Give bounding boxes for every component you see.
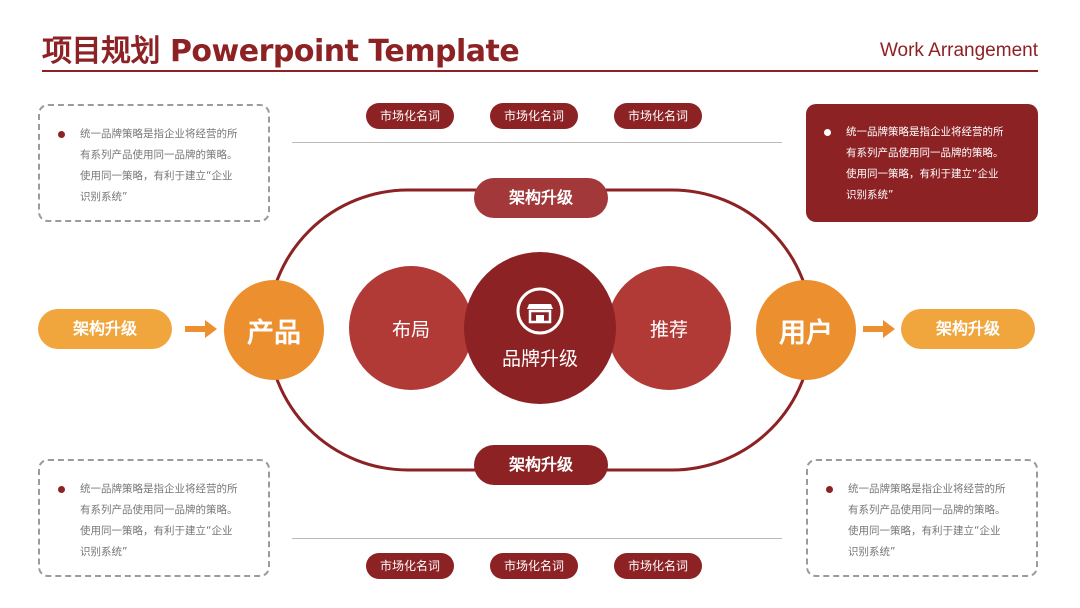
text-box-top-right: 统一品牌策略是指企业将经营的所 有系列产品使用同一品牌的策略。 使用同一策略，有… xyxy=(806,104,1038,222)
bottom-term-pill-1: 市场化名词 xyxy=(366,553,454,579)
loop-bottom-badge: 架构升级 xyxy=(474,445,608,485)
text-line: 有系列产品使用同一品牌的策略。 xyxy=(80,149,238,161)
top-term-pill-3: 市场化名词 xyxy=(614,103,702,129)
text-line: 统一品牌策略是指企业将经营的所 xyxy=(80,128,238,140)
text-line: 使用同一策略，有利于建立“企业 xyxy=(846,168,999,180)
arrow-right-icon xyxy=(185,320,217,338)
product-node: 产品 xyxy=(224,280,324,380)
arrow-right-icon xyxy=(863,320,895,338)
text-line: 有系列产品使用同一品牌的策略。 xyxy=(848,504,1006,516)
text-line: 使用同一策略，有利于建立“企业 xyxy=(848,525,1001,537)
text-line: 有系列产品使用同一品牌的策略。 xyxy=(80,504,238,516)
loop-top-badge: 架构升级 xyxy=(474,178,608,218)
user-node: 用户 xyxy=(756,280,856,380)
bottom-term-pill-3: 市场化名词 xyxy=(614,553,702,579)
storefront-icon xyxy=(516,287,564,334)
text-line: 统一品牌策略是指企业将经营的所 xyxy=(848,483,1006,495)
bullet-dot xyxy=(58,131,65,138)
user-node-label: 用户 xyxy=(779,317,833,349)
text-box-bottom-right: 统一品牌策略是指企业将经营的所 有系列产品使用同一品牌的策略。 使用同一策略，有… xyxy=(806,459,1038,577)
text-box-bottom-left: 统一品牌策略是指企业将经营的所 有系列产品使用同一品牌的策略。 使用同一策略，有… xyxy=(38,459,270,577)
brand-upgrade-label: 品牌升级 xyxy=(501,347,578,370)
layout-node-label: 布局 xyxy=(391,318,430,341)
text-line: 统一品牌策略是指企业将经营的所 xyxy=(846,126,1004,138)
text-line: 使用同一策略，有利于建立“企业 xyxy=(80,525,233,537)
text-line: 识别系统” xyxy=(80,546,128,558)
top-term-pill-2: 市场化名词 xyxy=(490,103,578,129)
page-subtitle: Work Arrangement xyxy=(879,40,1038,61)
text-line: 有系列产品使用同一品牌的策略。 xyxy=(846,147,1004,159)
recommend-node: 推荐 xyxy=(607,266,731,390)
input-badge: 架构升级 xyxy=(38,309,172,349)
text-line: 统一品牌策略是指企业将经营的所 xyxy=(80,483,238,495)
top-term-pill-1: 市场化名词 xyxy=(366,103,454,129)
bullet-dot xyxy=(826,486,833,493)
bottom-divider-line xyxy=(292,538,782,539)
text-line: 识别系统” xyxy=(846,189,894,201)
bullet-dot xyxy=(58,486,65,493)
top-divider-line xyxy=(292,142,782,143)
layout-node: 布局 xyxy=(349,266,473,390)
text-box-top-left: 统一品牌策略是指企业将经营的所 有系列产品使用同一品牌的策略。 使用同一策略，有… xyxy=(38,104,270,222)
recommend-node-label: 推荐 xyxy=(649,318,688,341)
page-title: 项目规划 Powerpoint Template xyxy=(42,34,520,69)
product-node-label: 产品 xyxy=(247,317,301,349)
text-line: 识别系统” xyxy=(80,191,128,203)
title-divider xyxy=(42,70,1038,72)
brand-upgrade-node: 品牌升级 xyxy=(464,252,616,404)
bullet-dot xyxy=(824,129,831,136)
output-badge: 架构升级 xyxy=(901,309,1035,349)
text-line: 使用同一策略，有利于建立“企业 xyxy=(80,170,233,182)
bottom-term-pill-2: 市场化名词 xyxy=(490,553,578,579)
text-line: 识别系统” xyxy=(848,546,896,558)
